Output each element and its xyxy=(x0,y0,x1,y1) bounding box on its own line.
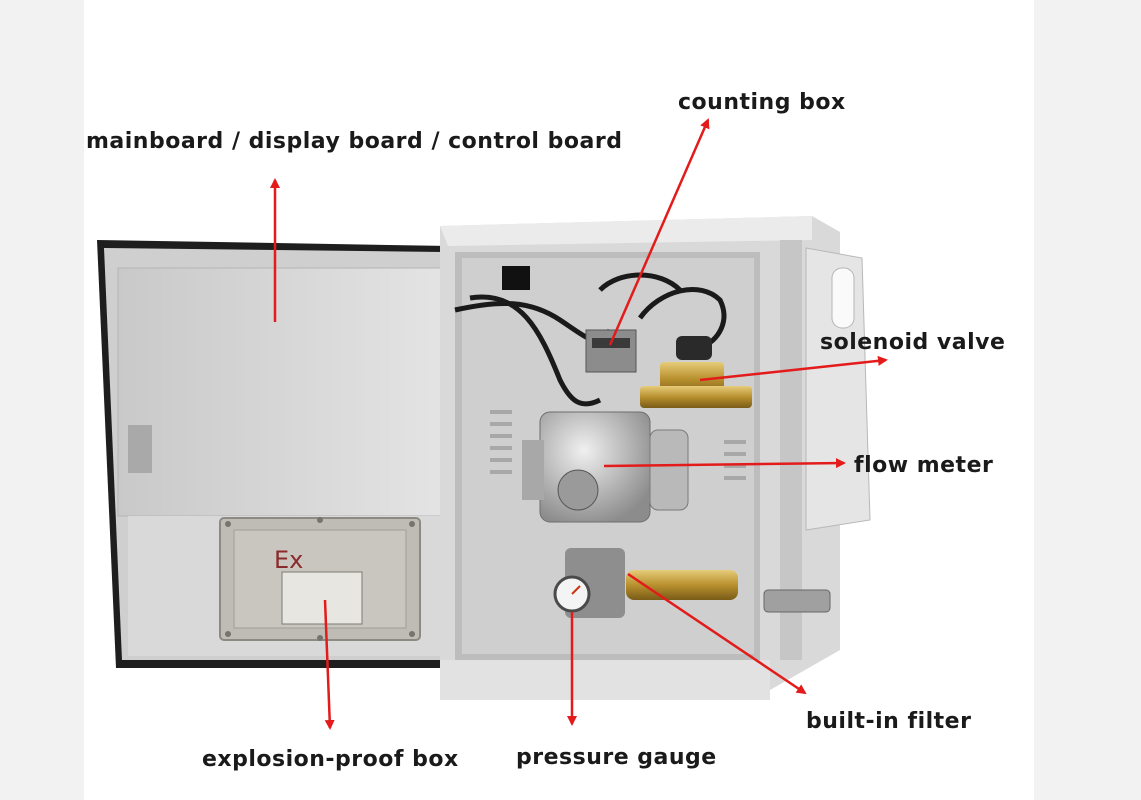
callout-arrows xyxy=(270,118,888,730)
ex-marking: Ex xyxy=(274,546,304,574)
pressure-gauge xyxy=(553,548,625,618)
label-built-in-filter: built-in filter xyxy=(806,709,972,734)
arrow-built-in-filter xyxy=(627,572,807,695)
arrow-explosion-proof-box xyxy=(323,599,335,730)
solenoid-valve xyxy=(640,336,752,408)
label-flow-meter: flow meter xyxy=(854,453,994,478)
label-counting-box: counting box xyxy=(678,90,846,115)
display-board-cover xyxy=(118,268,446,516)
label-pressure-gauge: pressure gauge xyxy=(516,745,717,770)
label-mainboard: mainboard / display board / control boar… xyxy=(86,129,623,154)
arrow-counting-box xyxy=(608,118,710,346)
explosion-proof-box xyxy=(219,517,421,641)
arrow-solenoid-valve xyxy=(699,355,888,382)
arrow-flow-meter xyxy=(603,458,846,469)
flow-meter xyxy=(522,411,689,523)
counting-box xyxy=(585,329,637,373)
label-solenoid-valve: solenoid valve xyxy=(820,330,1006,355)
label-explosion-proof-box: explosion-proof box xyxy=(202,747,459,772)
